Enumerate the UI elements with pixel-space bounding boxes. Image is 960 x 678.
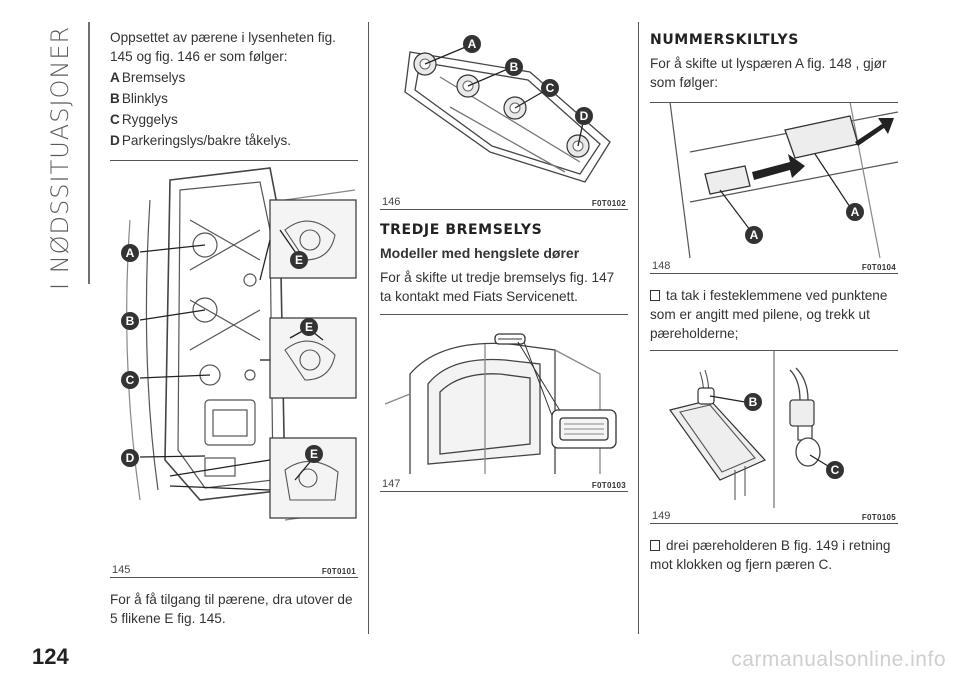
van-rear-illustration [384, 333, 617, 474]
svg-text:A: A [468, 37, 477, 51]
chapter-divider [88, 22, 90, 284]
svg-text:A: A [750, 228, 759, 242]
figure-147: 147 F0T0103 [380, 314, 628, 492]
figure-code: F0T0103 [591, 481, 626, 490]
step-2: drei pæreholderen B fig. 149 i retning m… [650, 538, 891, 572]
figure-number: 147 [382, 478, 401, 490]
figure-number: 149 [652, 510, 671, 522]
checkbox-bullet-icon [650, 540, 660, 551]
third-brake-light-text: For å skifte ut tredje bremselys fig. 14… [380, 270, 615, 304]
svg-text:C: C [546, 81, 555, 95]
figure-146: A B C D 146 F0T0102 [380, 22, 628, 210]
column-divider-2 [638, 22, 639, 634]
figure-code: F0T0104 [861, 263, 896, 272]
figure-number: 148 [652, 260, 671, 272]
svg-text:B: B [126, 314, 135, 328]
svg-text:B: B [749, 395, 758, 409]
plate-light-illustration: A A [669, 102, 898, 258]
figure-148: A A 148 F0T0104 [650, 102, 898, 274]
svg-text:C: C [126, 373, 135, 387]
bulb-holder-illustration: A B C D [404, 35, 611, 183]
plate-light-text: For å skifte ut lyspæren A fig. 148 , gj… [650, 56, 887, 90]
figure-number: 146 [382, 196, 401, 208]
checkbox-bullet-icon [650, 290, 660, 301]
intro-text: Oppsettet av pærene i lysenheten fig. 14… [110, 30, 336, 64]
access-instructions: For å få tilgang til pærene, dra utover … [110, 592, 353, 626]
section-heading: NUMMERSKILTLYS [650, 32, 799, 48]
figure-145: A B C D E E E 145 F0T0101 [110, 160, 358, 578]
svg-text:E: E [295, 253, 303, 267]
watermark: carmanualsonline.info [731, 648, 946, 671]
figure-149: B C 149 F0T0105 [650, 350, 898, 524]
section-heading: TREDJE BREMSELYS [380, 222, 543, 238]
svg-text:E: E [310, 447, 318, 461]
svg-text:E: E [305, 320, 313, 334]
column-divider-1 [368, 22, 369, 634]
figure-code: F0T0102 [591, 199, 626, 208]
svg-text:D: D [126, 451, 135, 465]
svg-text:D: D [580, 109, 589, 123]
step-1: ta tak i festeklemmene ved punktene som … [650, 288, 888, 341]
svg-text:A: A [851, 205, 860, 219]
svg-text:C: C [831, 463, 840, 477]
figure-number: 145 [112, 564, 131, 576]
figure-code: F0T0105 [861, 513, 896, 522]
svg-text:A: A [126, 246, 135, 260]
svg-text:B: B [510, 60, 519, 74]
figure-code: F0T0101 [321, 567, 356, 576]
chapter-title: I NØDSSITUASJONER [46, 25, 74, 290]
tail-light-illustration: A B C D E E E [121, 167, 357, 521]
bulb-holder-removal-illustration: B C [668, 350, 844, 508]
section-subheading: Modeller med hengslete dører [380, 245, 580, 261]
page-number: 124 [32, 644, 69, 669]
